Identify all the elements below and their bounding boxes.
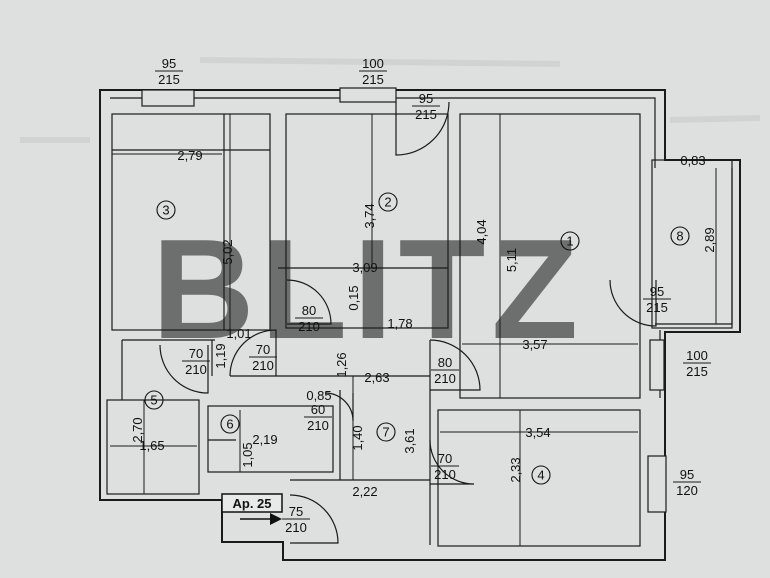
- svg-text:210: 210: [185, 362, 207, 377]
- dimension-label: 4,04: [474, 219, 489, 244]
- dimension-labels: 2,79 5,02 3,74 3,09 0,15 1,78 4,04 5,11 3,57 0,83…: [130, 148, 717, 499]
- svg-text:100: 100: [362, 56, 384, 71]
- dimension-label: 1,78: [387, 316, 412, 331]
- svg-text:215: 215: [686, 364, 708, 379]
- svg-text:95: 95: [650, 284, 664, 299]
- dimension-label: 3,57: [522, 337, 547, 352]
- watermark-text: BLITZ: [152, 210, 584, 369]
- dimension-label: 2,70: [130, 417, 145, 442]
- windows: [141, 87, 667, 513]
- room-number-5: 5: [144, 390, 164, 410]
- svg-text:215: 215: [158, 72, 180, 87]
- dimension-label: 0,15: [346, 285, 361, 310]
- svg-text:60: 60: [311, 402, 325, 417]
- dimension-label: 2,19: [252, 432, 277, 447]
- dimension-label: 0,83: [680, 153, 705, 168]
- dimension-label: 1,65: [139, 438, 164, 453]
- svg-text:210: 210: [298, 319, 320, 334]
- svg-text:8: 8: [676, 229, 683, 244]
- svg-text:210: 210: [434, 467, 456, 482]
- svg-text:70: 70: [256, 342, 270, 357]
- svg-text:210: 210: [307, 418, 329, 433]
- svg-text:75: 75: [289, 504, 303, 519]
- dimension-label: 1,19: [213, 343, 228, 368]
- entrance-arrow-icon: [240, 513, 282, 525]
- svg-text:215: 215: [362, 72, 384, 87]
- dimension-label: 2,89: [702, 227, 717, 252]
- svg-text:1: 1: [566, 234, 573, 249]
- dimension-label: 1,01: [226, 326, 251, 341]
- dimension-label: 2,22: [352, 484, 377, 499]
- svg-text:70: 70: [438, 451, 452, 466]
- dimension-label: 3,09: [352, 260, 377, 275]
- svg-text:80: 80: [302, 303, 316, 318]
- dimension-label: 2,79: [177, 148, 202, 163]
- dimension-label: 0,85: [306, 388, 331, 403]
- dimension-label: 3,61: [402, 428, 417, 453]
- dimension-label: 3,74: [362, 203, 377, 228]
- background-texture: [20, 57, 761, 143]
- dimension-label: 2,63: [364, 370, 389, 385]
- dimension-label: 1,40: [350, 425, 365, 450]
- svg-text:210: 210: [434, 371, 456, 386]
- svg-text:100: 100: [686, 348, 708, 363]
- dimension-label: 5,11: [504, 248, 519, 272]
- dimension-label: 5,02: [220, 239, 235, 264]
- room-number-3: 3: [156, 200, 176, 220]
- dimension-lines: [110, 114, 730, 546]
- dimension-label: 3,54: [525, 425, 550, 440]
- dimension-label: 1,26: [334, 352, 349, 377]
- svg-text:210: 210: [252, 358, 274, 373]
- apartment-label: Ap. 25: [221, 493, 283, 513]
- room-numbers: 1 2 3 4 5 6 7 8: [144, 192, 690, 485]
- room-number-8: 8: [670, 226, 690, 246]
- svg-text:120: 120: [676, 483, 698, 498]
- door-swings: [159, 101, 657, 544]
- room-number-7: 7: [376, 422, 396, 442]
- dimension-label: 2,33: [508, 457, 523, 482]
- svg-text:7: 7: [382, 425, 389, 440]
- svg-text:4: 4: [537, 468, 544, 483]
- svg-text:95: 95: [162, 56, 176, 71]
- svg-text:95: 95: [680, 467, 694, 482]
- svg-text:6: 6: [226, 417, 233, 432]
- room-number-2: 2: [378, 192, 398, 212]
- svg-text:3: 3: [162, 203, 169, 218]
- svg-text:80: 80: [438, 355, 452, 370]
- svg-text:2: 2: [384, 195, 391, 210]
- room-number-1: 1: [560, 231, 580, 251]
- svg-text:95: 95: [419, 91, 433, 106]
- svg-text:215: 215: [646, 300, 668, 315]
- svg-text:5: 5: [150, 393, 157, 408]
- svg-text:70: 70: [189, 346, 203, 361]
- svg-text:215: 215: [415, 107, 437, 122]
- room-number-4: 4: [531, 465, 551, 485]
- room-number-6: 6: [220, 414, 240, 434]
- svg-text:210: 210: [285, 520, 307, 535]
- dimension-label: 1,05: [240, 442, 255, 467]
- apartment-label-text: Ap. 25: [232, 496, 271, 511]
